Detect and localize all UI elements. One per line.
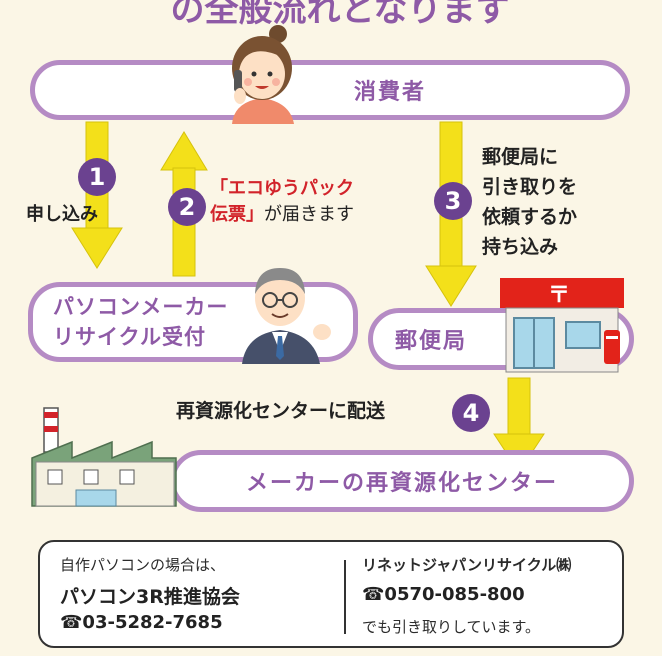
header-title-text: の全般流れとなります [170,0,510,30]
consumer-woman-illustration [232,25,294,124]
info-right-note: でも引き取りしています。 [362,618,541,636]
step1-number: 1 [78,158,116,196]
step1-label: 申し込み [26,204,98,225]
step3-line1: 郵便局に [482,146,559,168]
recycle-center-node: メーカーの再資源化センター [170,450,634,512]
pc-maker-line1: パソコンメーカー [53,295,229,319]
info-left-org: パソコン3R推進協会 [60,586,240,608]
step2-highlight-line2: 伝票」 [210,204,264,225]
step2-highlight-line1: 「エコゆうパック [210,178,354,199]
info-box: 自作パソコンの場合は、 パソコン3R推進協会 ☎03-5282-7685 リネッ… [38,540,624,648]
step4-label: 再資源化センターに配送 [176,400,386,422]
info-divider [344,560,346,634]
post-office-building-illustration: 〒 [500,278,624,373]
pc-maker-label: パソコンメーカー リサイクル受付 [53,292,228,352]
step2-label: 「エコゆうパック 伝票」が届きます [210,176,354,228]
step2-text-rest: が届きます [264,204,354,225]
consumer-label: 消費者 [353,80,426,105]
step3-line4: 持ち込み [482,236,559,258]
step3-label: 郵便局に 引き取りを 依頼するか 持ち込み [482,142,577,262]
step4-number: 4 [452,394,490,432]
step3-number: 3 [434,182,472,220]
info-right-org: リネットジャパンリサイクル㈱ [362,556,572,574]
recycle-center-label: メーカーの再資源化センター [245,471,558,496]
step3-line3: 依頼するか [482,206,578,228]
post-mark: 〒 [548,283,570,308]
post-office-label: 郵便局 [395,329,468,354]
info-left-phone: ☎03-5282-7685 [60,612,223,633]
factory-illustration [31,407,177,507]
pc-maker-man-illustration [242,268,331,364]
info-right-phone: ☎0570-085-800 [362,584,525,605]
info-left-line1: 自作パソコンの場合は、 [60,556,226,574]
header-title: の全般流れとなります [170,0,510,31]
consumer-node: 消費者 [30,60,630,120]
pc-maker-line2: リサイクル受付 [53,325,206,349]
step2-number: 2 [168,188,206,226]
step3-line2: 引き取りを [482,176,578,198]
